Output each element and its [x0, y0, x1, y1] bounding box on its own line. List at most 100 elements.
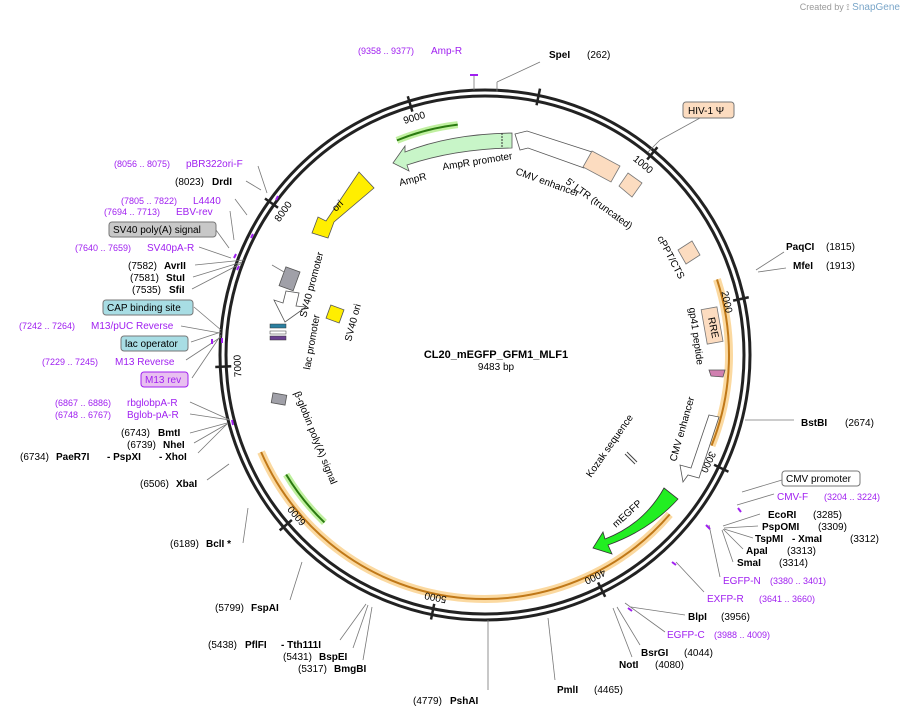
primer-cmv-f[interactable]: CMV-F(3204 .. 3224) — [777, 492, 880, 503]
svg-text:SV40 poly(A) signal: SV40 poly(A) signal — [113, 225, 201, 236]
enzyme-smai[interactable]: SmaI(3314) — [737, 558, 808, 569]
primer-exfp-r[interactable]: EXFP-R(3641 .. 3660) — [707, 594, 815, 605]
tick-3000 — [713, 463, 730, 473]
svg-text:DrdI: DrdI — [212, 177, 232, 188]
tick-2000 — [732, 296, 750, 302]
feature-rre[interactable]: RRE gp41 peptide — [686, 306, 724, 366]
enzyme-noti[interactable]: NotI(4080) — [619, 660, 684, 671]
enzyme-fspai[interactable]: (5799)FspAI — [215, 603, 279, 614]
enzyme-drdi[interactable]: (8023)DrdI — [175, 177, 232, 188]
lac-operator-box[interactable]: lac operator — [120, 335, 189, 352]
svg-text:PmlI: PmlI — [557, 685, 578, 696]
enzyme-bspei[interactable]: (5431)BspEI — [283, 652, 348, 663]
enzyme-sfii[interactable]: (7535)SfiI — [132, 285, 185, 296]
feature-sv40-ori[interactable]: SV40 ori — [325, 303, 364, 343]
primer-marks — [211, 74, 742, 612]
sv40-polya-box[interactable]: SV40 poly(A) signal — [108, 221, 217, 238]
primer-pbr322ori-f[interactable]: (8056 .. 8075)pBR322ori-F — [114, 159, 243, 170]
svg-text:(6734): (6734) — [20, 452, 49, 463]
enzyme-mfei[interactable]: MfeI(1913) — [793, 261, 855, 272]
primer-rbglobpa-r[interactable]: (6867 .. 6886)rbglobpA-R — [55, 398, 178, 409]
kozak-mark1 — [624, 453, 636, 465]
feature-ori[interactable]: ori — [311, 171, 375, 239]
enzyme-xbai[interactable]: (6506)XbaI — [140, 479, 197, 490]
enzyme-paer7i[interactable]: (6734)PaeR7I- PspXI- XhoI — [20, 452, 187, 463]
enzyme-pshai[interactable]: (4779) PshAI — [413, 696, 479, 707]
svg-text:CAP binding site: CAP binding site — [107, 303, 181, 314]
enzyme-apai[interactable]: ApaI(3313) — [746, 546, 816, 557]
enzyme-spei[interactable]: SpeI(262) — [549, 50, 610, 61]
primer-m13-reverse[interactable]: (7229 .. 7245)M13 Reverse — [42, 357, 175, 368]
svg-text:EXFP-R: EXFP-R — [707, 594, 744, 605]
tick-label-2000: 2000 — [718, 290, 734, 315]
enzyme-bsrgi[interactable]: BsrGI(4044) — [641, 648, 713, 659]
enzyme-bmgbi[interactable]: (5317)BmgBI — [298, 664, 366, 675]
tick-label-5000: 5000 — [423, 589, 447, 604]
bglobin-box — [270, 392, 288, 406]
svg-text:BclI *: BclI * — [206, 539, 231, 550]
primer-egfp-n[interactable]: EGFP-N(3380 .. 3401) — [723, 576, 826, 587]
enzyme-bstbi[interactable]: BstBI(2674) — [801, 418, 874, 429]
svg-text:(4779): (4779) — [413, 696, 442, 707]
svg-text:PshAI: PshAI — [450, 696, 479, 707]
enzyme-paqci[interactable]: PaqCI(1815) — [786, 242, 855, 253]
feature-ampr[interactable]: AmpR AmpR promoter — [392, 132, 514, 189]
enzyme-ecori[interactable]: EcoRI(3285) — [768, 510, 842, 521]
m13-rev-box[interactable]: M13 rev — [140, 371, 189, 388]
tick-5000 — [429, 603, 436, 620]
primer-bglob-pa-r[interactable]: (6748 .. 6767)Bglob-pA-R — [55, 410, 179, 421]
svg-text:NotI: NotI — [619, 660, 639, 671]
svg-text:Bglob-pA-R: Bglob-pA-R — [127, 410, 179, 421]
snapgene-icon: ⟟ — [846, 2, 850, 12]
feature-cmv-enhancer-right[interactable]: CMV enhancer — [668, 395, 720, 484]
svg-text:ApaI: ApaI — [746, 546, 768, 557]
enzyme-pmli[interactable]: PmlI(4465) — [557, 685, 623, 696]
enzyme-bmti[interactable]: (6743)BmtI — [121, 428, 180, 439]
enzyme-tspmi[interactable]: TspMI- XmaI(3312) — [755, 534, 879, 545]
svg-text:SV40pA-R: SV40pA-R — [147, 243, 194, 254]
svg-text:BlpI: BlpI — [688, 612, 707, 623]
svg-text:CMV promoter: CMV promoter — [786, 474, 852, 485]
feature-bglobin[interactable]: β-globin poly(A) signal — [270, 390, 339, 486]
svg-text:(6506): (6506) — [140, 479, 169, 490]
feature-lac[interactable]: lac promoter — [269, 313, 323, 371]
svg-text:lac operator: lac operator — [125, 339, 178, 350]
enzyme-bcli[interactable]: (6189)BclI * — [170, 539, 231, 550]
primer-m13puc-reverse[interactable]: (7242 .. 7264)M13/pUC Reverse — [19, 321, 174, 332]
svg-text:(1913): (1913) — [826, 261, 855, 272]
hiv-psi-box[interactable]: HIV-1 Ψ — [682, 101, 735, 119]
enzyme-nhei[interactable]: (6739)NheI — [127, 440, 185, 451]
enzyme-avrii[interactable]: (7582)AvrII — [128, 261, 186, 272]
primer-ebv-rev[interactable]: (7694 .. 7713)EBV-rev — [104, 207, 213, 218]
enzyme-blpi[interactable]: BlpI(3956) — [688, 612, 750, 623]
svg-text:BspEI: BspEI — [319, 652, 348, 663]
enzyme-stui[interactable]: (7581)StuI — [130, 273, 185, 284]
tick-7000 — [215, 365, 232, 369]
svg-text:- PspXI: - PspXI — [107, 452, 141, 463]
svg-text:BmtI: BmtI — [158, 428, 180, 439]
cap-binding-box[interactable]: CAP binding site — [102, 299, 194, 316]
feature-cppt[interactable]: cPPT/CTS — [654, 234, 701, 281]
backbone-inner — [224, 94, 746, 616]
tick-4000 — [596, 581, 607, 598]
enzyme-pspomi[interactable]: PspOMI(3309) — [762, 522, 847, 533]
svg-text:CMV-F: CMV-F — [777, 492, 808, 503]
svg-text:- Tth111I: - Tth111I — [281, 640, 321, 651]
lac-promoter-label: lac promoter — [302, 313, 323, 370]
ltr-box1 — [582, 150, 621, 183]
primer-amp-r[interactable]: (9358 .. 9377)Amp-R — [358, 46, 462, 57]
svg-text:EcoRI: EcoRI — [768, 510, 797, 521]
feature-kozak[interactable]: Kozak sequence — [584, 412, 638, 480]
primer-l4440[interactable]: (7805 .. 7822)L4440 — [121, 196, 221, 207]
primer-egfp-c[interactable]: EGFP-C(3988 .. 4009) — [667, 630, 770, 641]
tick-9000 — [406, 95, 414, 112]
cmv-promoter-box[interactable]: CMV promoter — [781, 470, 861, 487]
cmv-enhancer-right-label: CMV enhancer — [668, 395, 697, 463]
svg-text:EGFP-C: EGFP-C — [667, 630, 705, 641]
primer-sv40pa-r[interactable]: (7640 .. 7659)SV40pA-R — [75, 243, 194, 254]
feature-sv40-promoter[interactable]: SV40 promoter — [273, 250, 326, 323]
svg-text:SmaI: SmaI — [737, 558, 761, 569]
enzyme-pflfi[interactable]: (5438)PflFI- Tth111I — [208, 640, 321, 651]
feature-gp41[interactable] — [708, 369, 726, 378]
